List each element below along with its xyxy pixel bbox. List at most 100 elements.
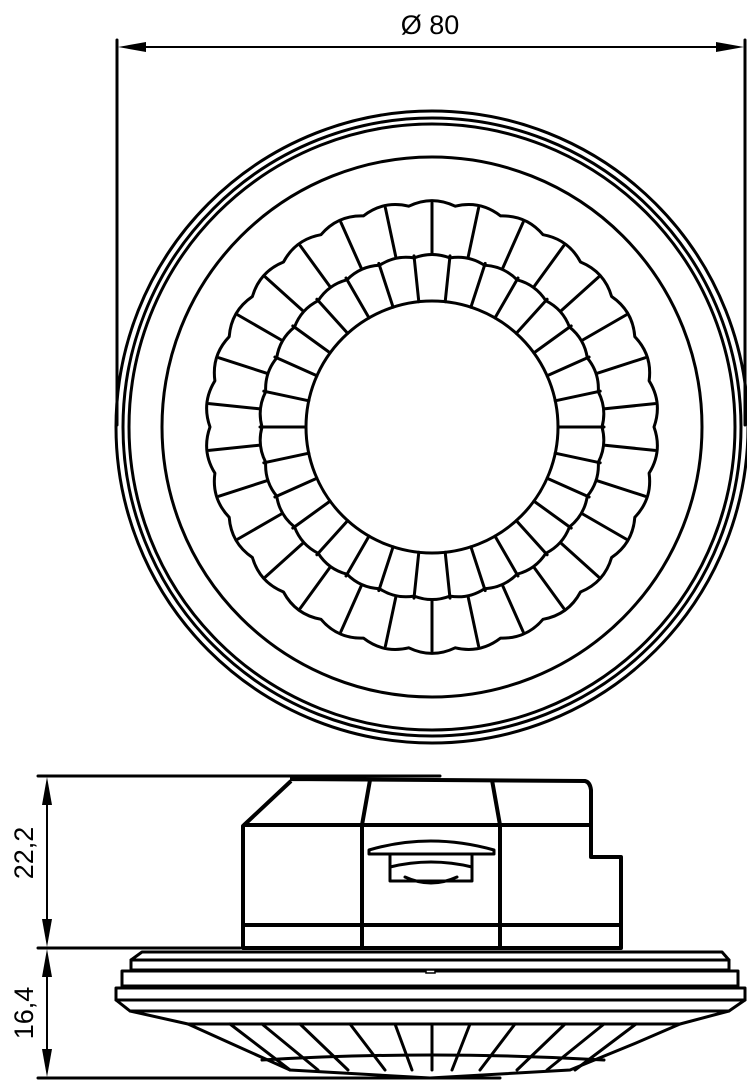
outer-ring-3 bbox=[127, 122, 737, 732]
lens-divider bbox=[383, 595, 398, 648]
dome-lens-divider bbox=[298, 1022, 350, 1072]
lens-divider bbox=[443, 254, 452, 304]
outer-ring-1 bbox=[114, 109, 747, 745]
arrow-down-icon bbox=[42, 1049, 52, 1077]
lens-divider bbox=[298, 566, 332, 610]
side-view-upper-body bbox=[241, 774, 623, 950]
lens-divider bbox=[236, 512, 283, 541]
diameter-dimension: Ø 80 bbox=[115, 10, 747, 427]
dome-outline bbox=[128, 1009, 731, 1080]
lens-divider bbox=[596, 479, 647, 498]
lens-divider bbox=[532, 324, 573, 355]
dome-lens-arc bbox=[260, 1053, 606, 1062]
segment-divider-right bbox=[490, 779, 502, 948]
lens-divider bbox=[383, 206, 398, 259]
lens-divider bbox=[315, 297, 350, 335]
lens-divider bbox=[532, 244, 566, 288]
upper-height-label: 22,2 bbox=[9, 827, 39, 880]
arrow-left-icon bbox=[118, 42, 146, 52]
lens-divider bbox=[273, 476, 319, 499]
lower-height-label: 16,4 bbox=[9, 987, 39, 1040]
lens-divider bbox=[469, 545, 487, 593]
lens-divider bbox=[469, 261, 487, 309]
dome-lens-divider bbox=[515, 1022, 567, 1072]
lens-divider bbox=[262, 389, 311, 403]
lens-divider bbox=[466, 595, 481, 648]
sensor-cap bbox=[367, 839, 496, 856]
outer-ring-2 bbox=[121, 116, 743, 738]
lens-divider bbox=[262, 451, 311, 465]
lens-divider bbox=[532, 499, 573, 530]
lens-divider bbox=[553, 389, 602, 403]
lens-divider bbox=[581, 512, 628, 541]
lens-divider bbox=[603, 402, 657, 411]
lens-divider bbox=[493, 534, 520, 578]
arrow-right-icon bbox=[716, 42, 744, 52]
lens-divider bbox=[545, 476, 591, 499]
sensor-window bbox=[367, 839, 496, 885]
lens-divider bbox=[315, 519, 350, 557]
lens-divider bbox=[501, 220, 525, 270]
lens-divider bbox=[377, 261, 395, 309]
lens-divider bbox=[501, 584, 525, 634]
lens-ring-edge bbox=[205, 199, 659, 655]
dome-lens-divider bbox=[348, 1022, 387, 1072]
lens-divider bbox=[339, 220, 363, 270]
lens-divider bbox=[207, 402, 261, 411]
led-indicator bbox=[425, 969, 436, 974]
lens-divider bbox=[532, 566, 566, 610]
housing-ring bbox=[160, 155, 704, 699]
lens-divider bbox=[339, 584, 363, 634]
lens-center bbox=[304, 299, 560, 555]
lens-divider bbox=[273, 355, 319, 378]
lens-divider bbox=[217, 479, 268, 498]
lens-divider bbox=[559, 275, 600, 313]
dome-lens-divider bbox=[450, 1022, 472, 1072]
base-ring-3 bbox=[114, 986, 747, 1002]
lens-divider bbox=[581, 313, 628, 342]
sensor-body bbox=[388, 852, 474, 883]
dome-lens-divider bbox=[260, 1022, 320, 1072]
dome-lens-divider bbox=[478, 1022, 517, 1072]
segment-divider-left bbox=[360, 779, 372, 948]
lens-ring-edge bbox=[258, 252, 606, 602]
top-view bbox=[114, 109, 747, 745]
diameter-label: Ø 80 bbox=[401, 10, 460, 40]
lens-divider bbox=[291, 324, 332, 355]
lens-divider bbox=[514, 297, 549, 335]
arrow-down-icon bbox=[42, 919, 52, 947]
lens-divider bbox=[553, 451, 602, 465]
lens-divider bbox=[412, 550, 421, 600]
lens-divider bbox=[377, 545, 395, 593]
lens-divider bbox=[412, 254, 421, 304]
side-view-lower-base bbox=[114, 950, 747, 1080]
lens-divider bbox=[545, 355, 591, 378]
lens-divider bbox=[493, 276, 520, 320]
base-ring-4 bbox=[114, 998, 747, 1013]
lens-divider bbox=[264, 275, 305, 313]
lens-divider bbox=[559, 541, 600, 579]
height-dimensions: 22,2 16,4 bbox=[9, 774, 502, 1080]
lens-divider bbox=[264, 541, 305, 579]
dome-lens-divider bbox=[393, 1022, 414, 1072]
lens-divider bbox=[514, 519, 549, 557]
lens-divider bbox=[236, 313, 283, 342]
base-ring-1 bbox=[129, 958, 731, 972]
sensor-arc-lower bbox=[403, 875, 459, 885]
lens-divider bbox=[207, 443, 261, 452]
dome-lens-segments bbox=[228, 1022, 638, 1072]
lens-divider bbox=[603, 443, 657, 452]
lens-divider bbox=[443, 550, 452, 600]
upper-body-outline bbox=[241, 777, 623, 950]
dome-lens-divider bbox=[573, 1022, 638, 1072]
dome-lens-divider bbox=[545, 1022, 606, 1072]
arrow-up-icon bbox=[42, 949, 52, 977]
base-ring-2 bbox=[120, 969, 740, 988]
fresnel-lens bbox=[205, 199, 659, 655]
sensor-arc-upper bbox=[388, 860, 474, 869]
lens-divider bbox=[298, 244, 332, 288]
dome-lens-divider bbox=[228, 1022, 292, 1072]
lens-divider bbox=[344, 276, 371, 320]
lens-divider bbox=[596, 356, 647, 375]
